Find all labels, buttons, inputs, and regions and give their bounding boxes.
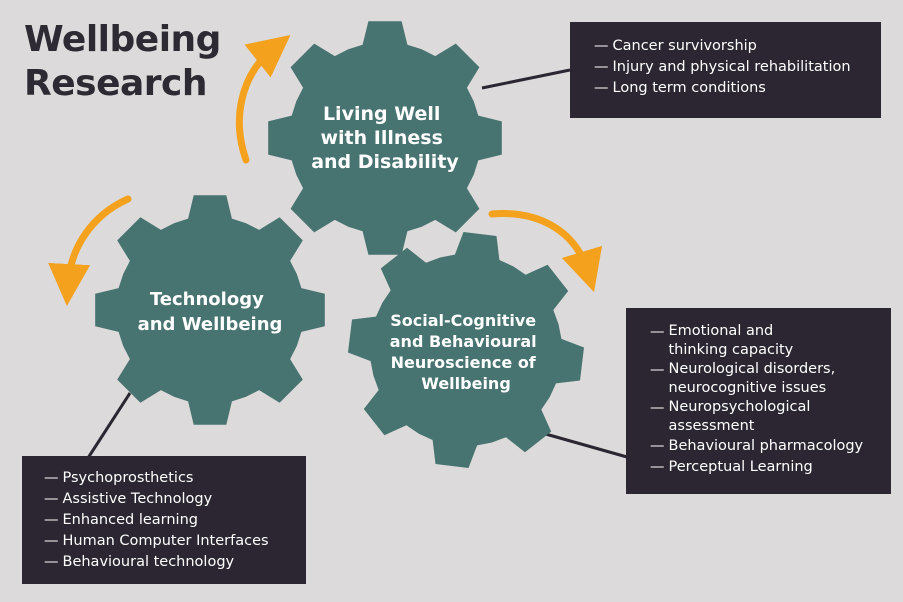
- list-item: —Enhanced learning: [44, 512, 198, 528]
- list-item: —Long term conditions: [594, 80, 766, 96]
- list-box-living-well: —Cancer survivorship —Injury and physica…: [570, 22, 881, 118]
- gear-label-technology: Technology and Wellbeing: [138, 289, 283, 335]
- gear-technology: [95, 195, 325, 425]
- title-line-2: Research: [24, 63, 207, 104]
- arrow-down-right: [488, 210, 603, 293]
- connector-social-cognitive: [534, 429, 628, 459]
- arrow-up-right: [235, 34, 291, 164]
- list-item: —Behavioural pharmacology: [650, 438, 864, 454]
- list-box-technology: —Psychoprosthetics —Assistive Technology…: [22, 456, 306, 584]
- list-item: —Cancer survivorship: [594, 38, 757, 54]
- list-item: —Psychoprosthetics: [44, 470, 194, 486]
- list-item: —Human Computer Interfaces: [44, 533, 269, 549]
- connector-technology: [86, 392, 132, 459]
- arrow-down-left: [48, 195, 132, 306]
- title-line-1: Wellbeing: [24, 19, 221, 60]
- gear-label-social-cognitive: Social-Cognitive and Behavioural Neurosc…: [390, 311, 543, 393]
- page-title: Wellbeing Research: [24, 18, 221, 106]
- gear-living-well: [268, 21, 502, 255]
- list-item: —Neurological disorders,neurocognitive i…: [650, 361, 836, 396]
- list-item: —Perceptual Learning: [650, 459, 813, 475]
- list-item: —Assistive Technology: [44, 491, 213, 507]
- list-item: —Injury and physical rehabilitation: [594, 59, 851, 75]
- gear-label-living-well: Living Well with Illness and Disability: [311, 103, 459, 173]
- gear-social-cognitive: [348, 232, 584, 468]
- connector-living-well: [481, 68, 571, 90]
- list-item: —Behavioural technology: [44, 554, 235, 570]
